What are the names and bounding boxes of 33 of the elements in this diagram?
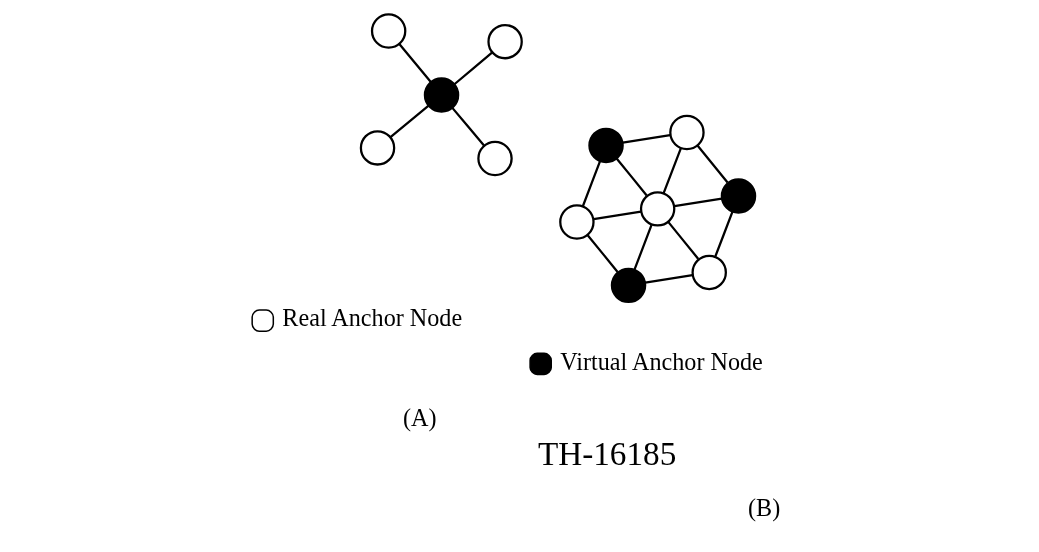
legend-label: Real Anchor Node — [282, 304, 463, 332]
connector — [453, 51, 493, 86]
connector — [615, 157, 648, 197]
connector — [667, 221, 700, 260]
label: TH-16185 — [537, 434, 677, 472]
node-circle — [610, 267, 647, 304]
node-circle — [588, 127, 624, 164]
connector — [662, 148, 682, 194]
connector — [398, 43, 432, 83]
connector — [622, 134, 671, 144]
connector — [714, 211, 734, 257]
node-circle — [720, 178, 757, 214]
connector — [451, 107, 486, 147]
label: (A) — [403, 403, 437, 431]
label: (B) — [748, 494, 781, 522]
connector — [593, 210, 642, 221]
connector — [586, 234, 619, 273]
connector — [674, 197, 722, 208]
node-circle — [477, 140, 513, 177]
connector — [633, 224, 653, 271]
connector — [645, 273, 693, 284]
legend-label: Virtual Anchor Node — [560, 347, 763, 375]
node-circle — [423, 77, 460, 113]
connector — [581, 161, 601, 207]
node-circle — [669, 114, 705, 151]
node-circle — [487, 23, 523, 60]
node-circle — [639, 191, 676, 227]
connector — [389, 104, 430, 139]
node-circle — [370, 13, 407, 49]
node-circle — [559, 204, 595, 240]
connector — [696, 144, 729, 184]
node-circle — [359, 130, 396, 166]
node-circle — [691, 254, 727, 291]
